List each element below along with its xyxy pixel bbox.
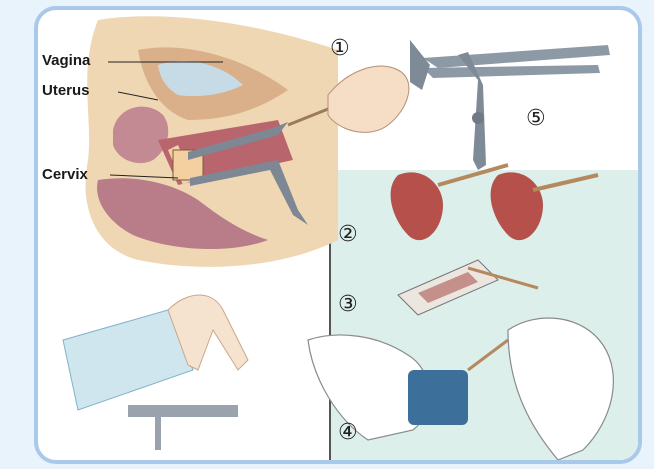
speculum-illustration	[410, 40, 610, 170]
anatomy-cross-section	[85, 16, 338, 267]
illustration-frame: Vagina Uterus Cervix ① ⑤ ② ③ ④	[34, 6, 642, 464]
step-5-number: ⑤	[526, 106, 546, 131]
patient-on-exam-table	[63, 295, 248, 450]
sample-vial	[408, 370, 468, 425]
label-vagina: Vagina	[42, 52, 90, 69]
step-2-number: ②	[338, 222, 358, 247]
step-4-number: ④	[338, 420, 358, 445]
label-cervix: Cervix	[42, 166, 88, 183]
step-1-number: ①	[330, 36, 350, 61]
step-3-number: ③	[338, 292, 358, 317]
label-uterus: Uterus	[42, 82, 90, 99]
